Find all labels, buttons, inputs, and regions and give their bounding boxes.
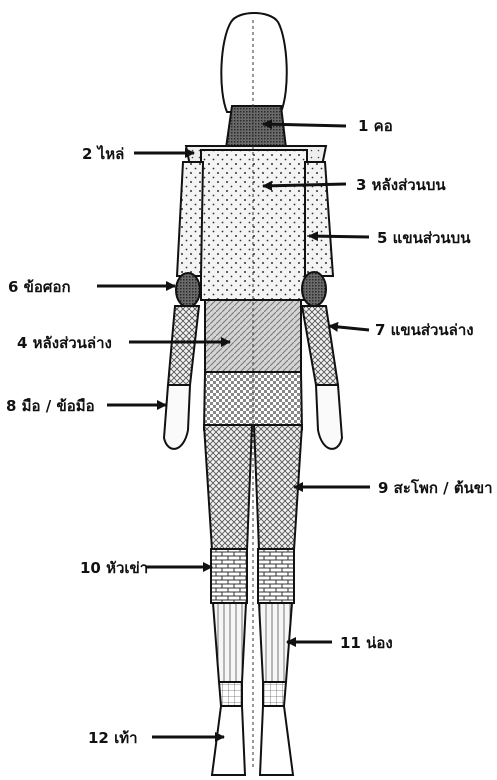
human-figure	[164, 13, 342, 775]
right-hand-region	[316, 385, 342, 449]
label-10: 10 หัวเข่า	[80, 559, 148, 577]
right-ankle-region	[263, 682, 286, 706]
label-2: 2 ไหล่	[82, 144, 124, 163]
label-3: 3 หลังส่วนบน	[356, 176, 446, 194]
left-thigh-region	[204, 425, 252, 550]
label-5: 5 แขนส่วนบน	[377, 229, 471, 247]
label-4: 4 หลังส่วนล่าง	[17, 334, 112, 352]
right-knee-region	[258, 549, 294, 603]
left-ankle-region	[219, 682, 242, 706]
arrow-5	[309, 236, 369, 237]
label-12: 12 เท้า	[88, 729, 138, 747]
label-6: 6 ข้อศอก	[8, 278, 71, 296]
left-forearm-region	[168, 306, 199, 385]
left-upper-arm-region	[177, 162, 203, 276]
right-forearm-region	[302, 306, 338, 385]
right-foot-region	[260, 706, 293, 775]
head	[221, 13, 286, 112]
arrow-7	[329, 326, 369, 330]
label-8: 8 มือ / ข้อมือ	[6, 397, 95, 415]
label-1: 1 คอ	[358, 117, 393, 135]
upper-back-region	[201, 150, 307, 300]
left-hand-region	[164, 385, 190, 449]
label-11: 11 น่อง	[340, 634, 393, 652]
left-foot-region	[212, 706, 245, 775]
left-elbow-region	[176, 273, 200, 307]
left-knee-region	[211, 549, 247, 603]
neck-region	[226, 106, 286, 148]
arrow-1	[263, 124, 346, 126]
right-upper-arm-region	[305, 162, 333, 276]
arrow-3	[263, 184, 346, 186]
label-7: 7 แขนส่วนล่าง	[375, 321, 474, 339]
label-9: 9 สะโพก / ต้นขา	[378, 478, 493, 497]
right-elbow-region	[302, 272, 326, 306]
left-calf-region	[213, 603, 246, 682]
